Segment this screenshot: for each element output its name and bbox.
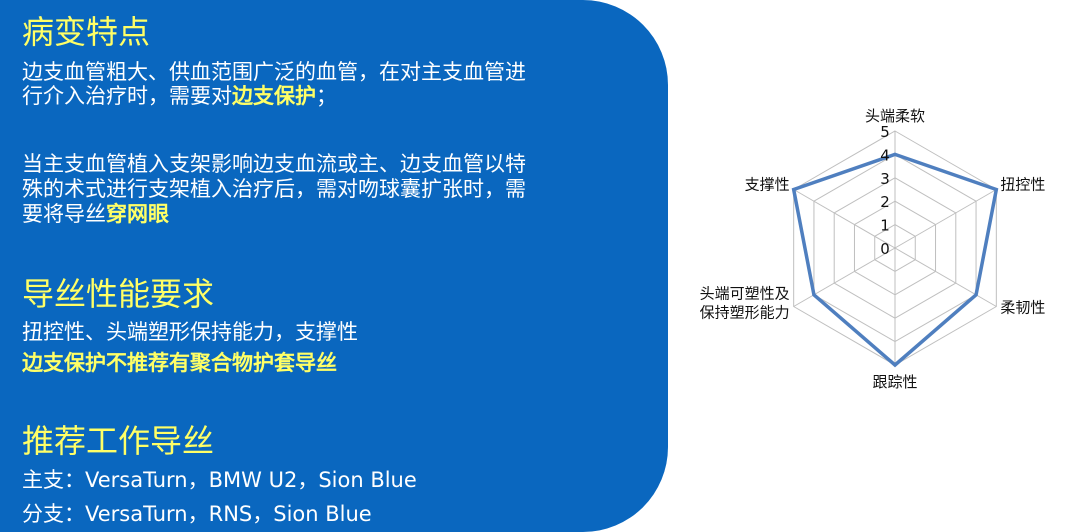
axis-label-4: 头端可塑性及保持塑形能力 [700, 285, 790, 322]
info-panel [0, 0, 668, 532]
heading-wire-requirements: 导丝性能要求 [22, 275, 215, 313]
recommended-branch: 分支：VersaTurn，RNS，Sion Blue [22, 502, 372, 526]
highlight-rewire-mesh: 穿网眼 [106, 202, 169, 226]
axis-label-2: 柔韧性 [1000, 299, 1045, 317]
axis-label-3: 跟踪性 [872, 373, 917, 391]
axis-label-0: 头端柔软 [865, 107, 925, 125]
series-line-0 [791, 152, 999, 368]
lesion-text-line1: 边支血管粗大、供血范围广泛的血管，在对主支血管进 [22, 60, 526, 84]
heading-recommended-wires: 推荐工作导丝 [22, 422, 215, 460]
axis-spoke-2 [894, 247, 997, 307]
axis-label-5: 支撑性 [745, 176, 790, 194]
heading-lesion-features: 病变特点 [22, 13, 151, 51]
scale-tick-label: 1 [880, 217, 890, 235]
scale-tick-label: 4 [880, 146, 890, 164]
requirements-line1: 扭控性、头端塑形保持能力，支撑性 [22, 320, 358, 344]
recommended-main: 主支：VersaTurn，BMW U2，Sion Blue [22, 468, 417, 492]
axis-spoke-5 [793, 189, 896, 249]
scale-tick-label: 2 [880, 193, 890, 211]
scale-tick-label: 0 [880, 240, 890, 258]
lesion-text-line5: 要将导丝穿网眼 [22, 202, 169, 226]
requirements-line2: 边支保护不推荐有聚合物护套导丝 [22, 351, 337, 375]
lesion-text-line4: 殊的术式进行支架植入治疗后，需对吻球囊扩张时，需 [22, 177, 526, 201]
highlight-side-branch-protection: 边支保护 [232, 84, 316, 108]
lesion-text-line2: 行介入治疗时，需要对边支保护； [22, 84, 337, 108]
axis-spoke-4 [793, 247, 896, 307]
axis-spoke-1 [894, 189, 997, 249]
scale-tick-label: 3 [880, 170, 890, 188]
scale-tick-label: 5 [880, 123, 890, 141]
lesion-text-line3: 当主支血管植入支架影响边支血流或主、边支血管以特 [22, 152, 526, 176]
axis-label-1: 扭控性 [1000, 176, 1045, 194]
